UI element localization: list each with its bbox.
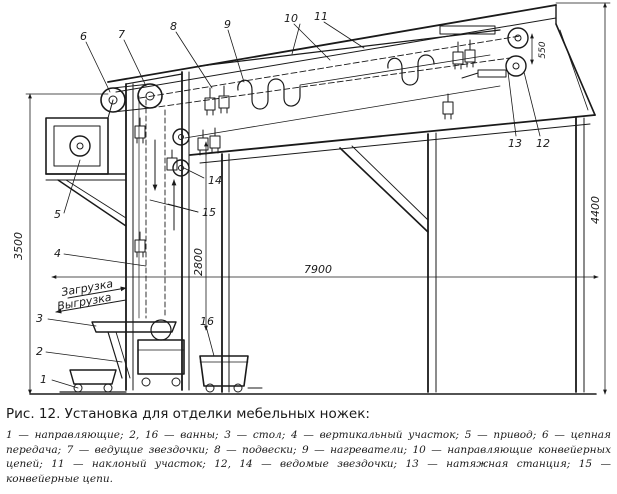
label-6: 6 [80, 30, 87, 43]
label-10: 10 [284, 12, 298, 25]
label-7: 7 [118, 28, 125, 41]
guides-cart [59, 369, 127, 393]
installation-drawing: 1 2 3 4 5 6 7 8 9 10 11 12 13 14 15 16 3… [12, 2, 611, 395]
label-4: 4 [54, 247, 61, 260]
driven-sprockets-12 [505, 27, 529, 77]
dim-4400 [555, 2, 611, 395]
vertical-frame [125, 71, 190, 391]
dim-7900-text: 7900 [304, 263, 332, 276]
hangers [134, 39, 476, 258]
label-8: 8 [170, 20, 177, 33]
label-3: 3 [36, 312, 43, 325]
driven-sprockets-14 [172, 128, 190, 177]
label-14: 14 [208, 174, 222, 187]
bath-2 [137, 319, 185, 387]
heater-coil-2 [387, 54, 435, 86]
label-9: 9 [224, 18, 231, 31]
support-frame [221, 117, 585, 393]
dim-4400-text: 4400 [589, 196, 602, 224]
tension-station [461, 69, 507, 79]
label-13: 13 [508, 137, 522, 150]
table [91, 321, 177, 379]
heater-coil [237, 78, 301, 110]
label-5: 5 [54, 208, 61, 221]
label-1: 1 [40, 373, 47, 386]
label-16: 16 [200, 315, 214, 328]
figure-caption: Рис. 12. Установка для отделки мебельных… [6, 404, 611, 486]
label-11: 11 [314, 10, 328, 23]
dim-550-text: 550 [538, 41, 548, 58]
bath-16 [199, 355, 263, 393]
dim-3500 [25, 93, 109, 395]
caption-title: Рис. 12. Установка для отделки мебельных… [6, 406, 370, 422]
label-15: 15 [202, 206, 216, 219]
dim-3500-text: 3500 [12, 232, 25, 260]
caption-legend: 1 — направляющие; 2, 16 — ванны; 3 — сто… [6, 429, 611, 485]
label-12: 12 [536, 137, 550, 150]
leader-lines [45, 21, 541, 389]
dim-2800-text: 2800 [192, 248, 205, 276]
drive-sprockets [100, 83, 163, 113]
drive-unit [45, 99, 127, 227]
label-2: 2 [36, 345, 43, 358]
